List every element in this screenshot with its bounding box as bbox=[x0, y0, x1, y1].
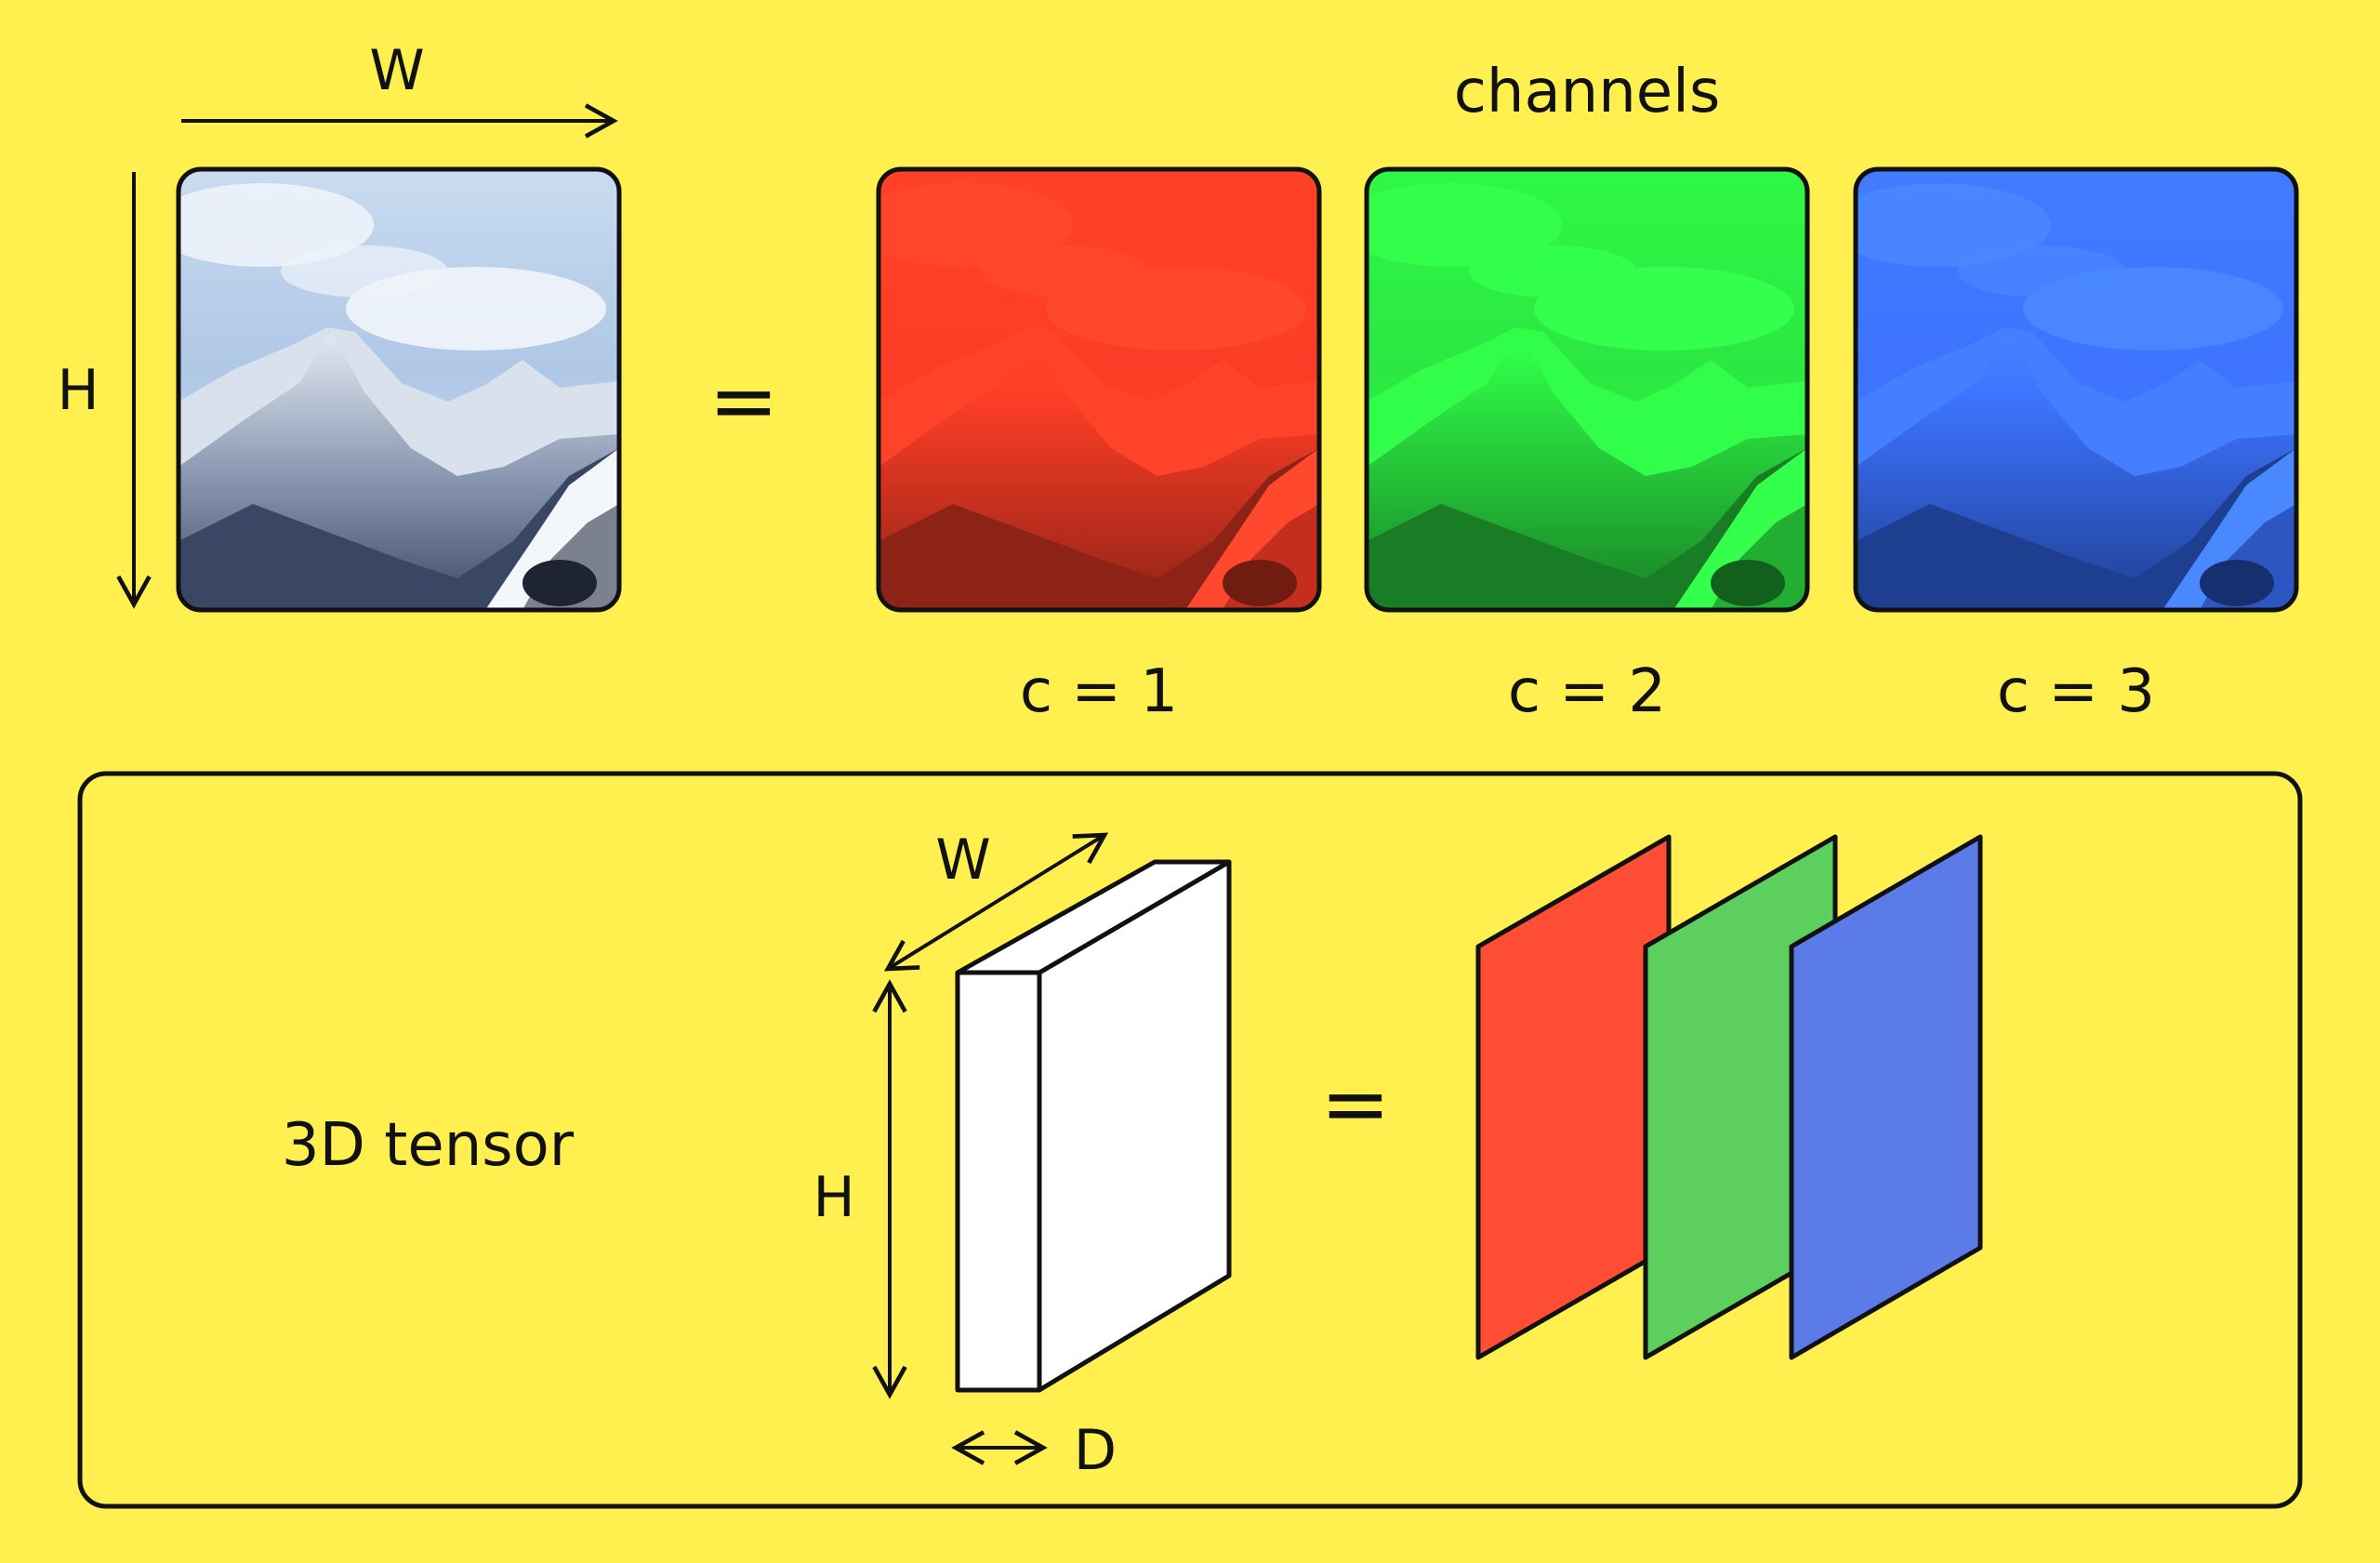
tensor-label: 3D tensor bbox=[282, 1111, 575, 1180]
red-channel-sheet bbox=[1475, 834, 1672, 1360]
width-label: W bbox=[369, 38, 424, 103]
channels-title: channels bbox=[1454, 58, 1721, 126]
tensor-width-arrow bbox=[883, 832, 1109, 972]
mountain-photo bbox=[178, 169, 619, 610]
blue-channel-image bbox=[1856, 169, 2296, 610]
tensor-box bbox=[955, 859, 1232, 1393]
green-channel-image bbox=[1367, 169, 1807, 610]
height-label: H bbox=[57, 358, 99, 423]
channel-label-2: c = 2 bbox=[1508, 657, 1666, 726]
equals-sign-top: = bbox=[708, 352, 778, 450]
channel-label-3: c = 3 bbox=[1997, 657, 2155, 726]
tensor-panel bbox=[77, 771, 2303, 1509]
channel-label-1: c = 1 bbox=[1020, 657, 1178, 726]
tensor-height-label: H bbox=[813, 1165, 854, 1230]
red-channel-image bbox=[879, 169, 1319, 610]
tensor-depth-label: D bbox=[1074, 1418, 1117, 1483]
equals-sign-bottom: = bbox=[1320, 1055, 1390, 1153]
blue-channel-sheet bbox=[1789, 834, 1983, 1360]
tensor-width-label: W bbox=[935, 828, 990, 893]
